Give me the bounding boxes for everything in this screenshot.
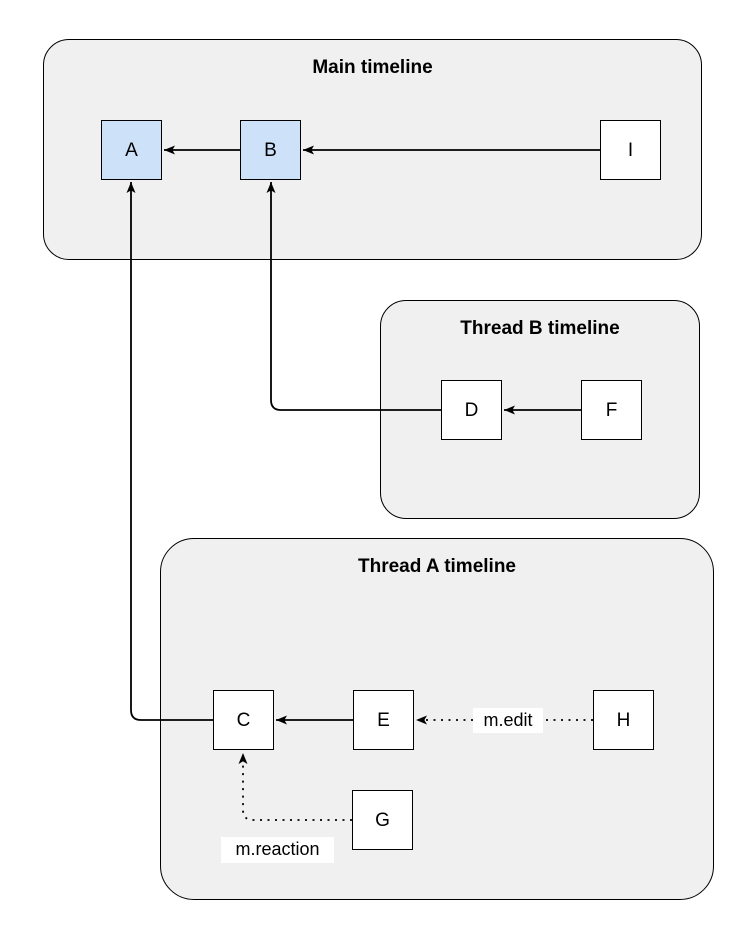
node-b: B: [240, 120, 301, 180]
node-i: I: [600, 120, 661, 180]
group-thread-a-timeline-title: Thread A timeline: [357, 556, 516, 577]
node-d: D: [441, 380, 502, 440]
node-a: A: [101, 120, 162, 180]
node-c: C: [213, 690, 274, 750]
node-f: F: [581, 380, 642, 440]
group-thread-b-timeline: Thread B timeline: [380, 300, 700, 519]
group-thread-b-timeline-title: Thread B timeline: [460, 318, 620, 339]
node-h: H: [593, 690, 654, 750]
group-main-timeline-title: Main timeline: [312, 57, 433, 78]
edge-label-m-reaction: m.reaction: [221, 837, 334, 863]
edge-label-m-edit: m.edit: [473, 708, 543, 733]
node-e: E: [353, 690, 414, 750]
node-g: G: [352, 790, 413, 850]
